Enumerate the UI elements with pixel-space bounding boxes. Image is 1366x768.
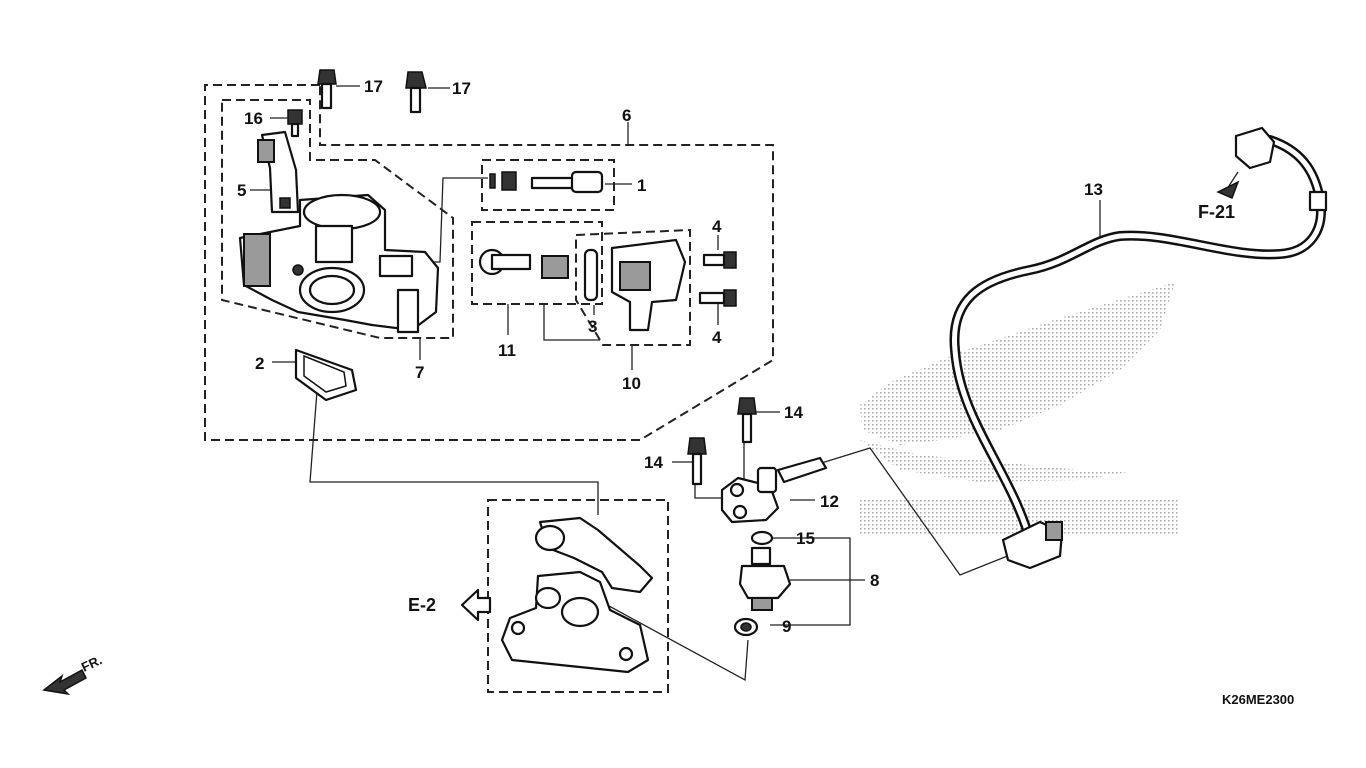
callout-15: 15 — [796, 529, 815, 548]
callout-14-lower: 14 — [644, 453, 663, 472]
diagram-code: K26ME2300 — [1222, 692, 1294, 707]
fuel-hose-13 — [949, 126, 1328, 570]
callout-7: 7 — [415, 363, 424, 382]
spring-11 — [541, 255, 569, 279]
gasket-2 — [294, 348, 358, 402]
bolt-17-right — [405, 71, 427, 114]
bolt-17-left — [317, 69, 337, 110]
seal-9 — [733, 617, 759, 637]
callout-17-left: 17 — [364, 77, 383, 96]
assembly-1-box — [481, 159, 615, 211]
callout-10: 10 — [622, 374, 641, 393]
sensor-bracket-5 — [257, 130, 300, 214]
screw-16 — [287, 109, 303, 138]
front-label: FR. — [79, 652, 104, 674]
honda-wing-watermark — [860, 282, 1180, 535]
callout-6: 6 — [622, 106, 631, 125]
actuator-10 — [610, 238, 687, 332]
injector-8 — [738, 546, 792, 611]
bolt-14-lower — [687, 437, 707, 486]
callout-5: 5 — [237, 181, 246, 200]
seal-3 — [583, 248, 599, 302]
callout-17-right: 17 — [452, 79, 471, 98]
valve-pin-1 — [489, 170, 604, 194]
callout-13: 13 — [1084, 180, 1103, 199]
assembly-7-outline — [221, 99, 454, 339]
ref-f21-label: F-21 — [1198, 202, 1235, 222]
callout-3: 3 — [588, 317, 597, 336]
callout-labels: 17 17 16 5 6 1 4 4 3 11 10 7 2 14 14 12 … — [237, 77, 1103, 636]
o-ring-15 — [750, 530, 774, 546]
arrow-up-left-icon — [1216, 180, 1240, 199]
callout-14-upper: 14 — [784, 403, 803, 422]
callout-1: 1 — [637, 176, 646, 195]
assembly-11-box — [471, 221, 603, 305]
callout-2: 2 — [255, 354, 264, 373]
assembly-e2-box — [487, 499, 669, 693]
fuel-joint-12 — [720, 456, 828, 524]
callout-11: 11 — [498, 341, 516, 360]
leader-lines — [250, 85, 1239, 682]
callout-4-lower: 4 — [712, 328, 722, 347]
bolt-11 — [478, 248, 532, 276]
assembly-10-outline — [575, 228, 691, 346]
bolt-14-upper — [737, 397, 757, 444]
callout-8: 8 — [870, 571, 879, 590]
arrow-left-icon — [460, 588, 492, 622]
screw-4-lower — [698, 289, 737, 307]
front-arrow: FR. — [42, 652, 104, 696]
assembly-6-outline — [204, 84, 774, 441]
reference-labels: E-2 F-21 FR. — [42, 180, 1240, 696]
callout-16: 16 — [244, 109, 263, 128]
intake-manifold-e2 — [500, 516, 654, 674]
callout-12: 12 — [820, 492, 839, 511]
throttle-body-7 — [238, 193, 440, 334]
screw-4-upper — [702, 251, 737, 269]
front-arrow-icon — [42, 668, 87, 696]
callout-4-upper: 4 — [712, 217, 722, 236]
callout-9: 9 — [782, 617, 791, 636]
ref-e2-label: E-2 — [408, 595, 436, 615]
